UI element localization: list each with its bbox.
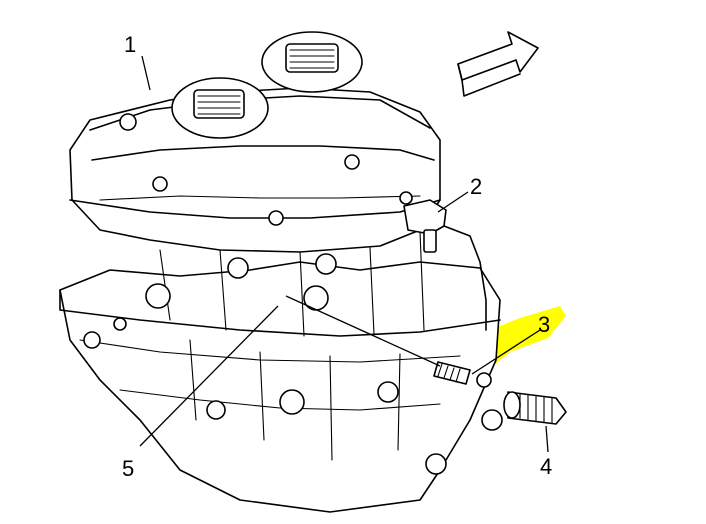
forward-arrow-icon bbox=[457, 31, 539, 97]
leader-2 bbox=[437, 191, 469, 213]
leader-lines bbox=[139, 55, 549, 453]
callout-3: 3 bbox=[538, 312, 550, 337]
component-3-sensor bbox=[433, 361, 492, 388]
engine-block bbox=[59, 87, 501, 513]
component-2-sensor bbox=[403, 199, 487, 331]
head-bolts bbox=[119, 113, 413, 226]
leader-port-to-sensor bbox=[285, 295, 441, 367]
callout-1: 1 bbox=[124, 32, 136, 57]
callout-5: 5 bbox=[122, 456, 134, 481]
leader-4 bbox=[545, 425, 549, 453]
callout-4: 4 bbox=[540, 454, 552, 479]
block-bosses bbox=[83, 253, 503, 475]
coil-boss-right bbox=[261, 31, 363, 93]
leader-3 bbox=[471, 329, 541, 375]
coil-boss-left bbox=[171, 77, 269, 139]
leader-1 bbox=[141, 55, 151, 91]
leader-5 bbox=[139, 305, 279, 447]
component-4-filter bbox=[503, 391, 567, 425]
callout-2: 2 bbox=[470, 174, 482, 199]
